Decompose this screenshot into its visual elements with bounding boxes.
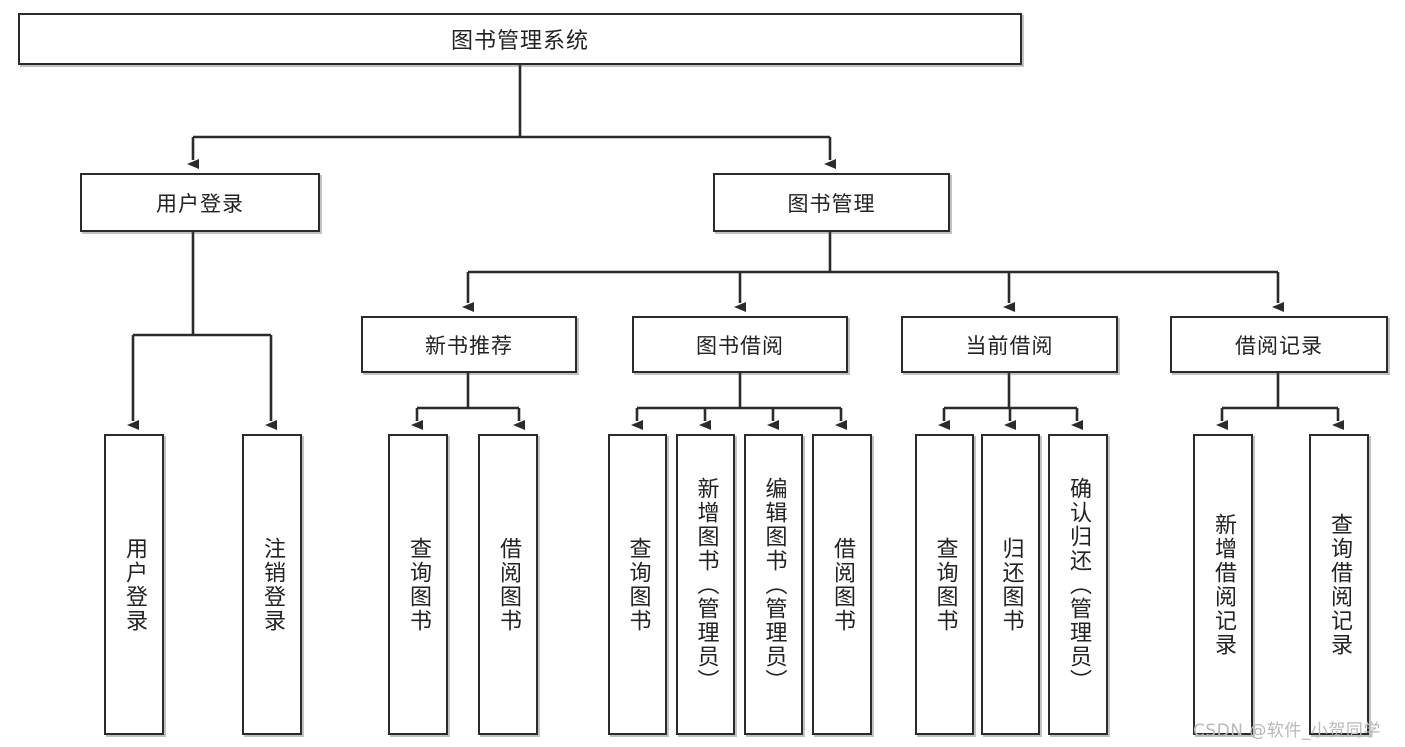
node-leaf-user-logout: 注销登录	[242, 434, 302, 735]
node-leaf-return-book-label: 归还图书	[998, 536, 1024, 633]
node-leaf-confirm-return-admin: 确认归还（管理员）	[1048, 434, 1108, 735]
node-book-borrow-label: 图书借阅	[696, 333, 784, 358]
node-leaf-borrow-book-1: 借阅图书	[478, 434, 538, 735]
csdn-watermark: CSDN @软件_小贺同学	[1193, 721, 1381, 741]
node-leaf-borrow-book-2-label: 借阅图书	[829, 536, 855, 633]
node-new-book-recommend: 新书推荐	[361, 316, 577, 373]
node-book-borrow: 图书借阅	[632, 316, 848, 373]
node-current-borrow-label: 当前借阅	[965, 333, 1054, 358]
node-leaf-query-book-2-label: 查询图书	[625, 536, 651, 633]
node-book-manage: 图书管理	[713, 173, 950, 232]
node-leaf-add-book-admin: 新增图书（管理员）	[676, 434, 735, 735]
node-borrow-record-label: 借阅记录	[1235, 333, 1323, 358]
node-leaf-return-book: 归还图书	[981, 434, 1040, 735]
node-root-system-label: 图书管理系统	[450, 29, 589, 54]
node-book-manage-label: 图书管理	[787, 191, 876, 216]
node-leaf-add-borrow-record-label: 新增借阅记录	[1210, 512, 1236, 657]
node-leaf-query-book-3-label: 查询图书	[932, 536, 958, 633]
node-leaf-add-borrow-record: 新增借阅记录	[1193, 434, 1253, 735]
node-leaf-edit-book-admin-label: 编辑图书（管理员）	[761, 476, 787, 693]
node-user-login: 用户登录	[80, 173, 320, 232]
node-user-login-label: 用户登录	[156, 191, 244, 216]
node-leaf-confirm-return-admin-label: 确认归还（管理员）	[1065, 476, 1091, 693]
node-leaf-query-borrow-record-label: 查询借阅记录	[1326, 512, 1352, 657]
node-leaf-query-book-1-label: 查询图书	[405, 536, 431, 633]
node-leaf-borrow-book-2: 借阅图书	[812, 434, 872, 735]
node-new-book-recommend-label: 新书推荐	[425, 333, 513, 358]
node-root-system: 图书管理系统	[18, 13, 1022, 65]
node-leaf-query-book-2: 查询图书	[608, 434, 667, 735]
node-borrow-record: 借阅记录	[1170, 316, 1388, 373]
node-leaf-borrow-book-1-label: 借阅图书	[495, 536, 521, 633]
node-leaf-query-book-3: 查询图书	[915, 434, 974, 735]
node-leaf-edit-book-admin: 编辑图书（管理员）	[744, 434, 803, 735]
node-leaf-query-borrow-record: 查询借阅记录	[1309, 434, 1369, 735]
node-leaf-add-book-admin-label: 新增图书（管理员）	[693, 476, 719, 693]
node-leaf-user-login: 用户登录	[104, 434, 164, 735]
node-leaf-user-logout-label: 注销登录	[259, 536, 285, 633]
node-leaf-query-book-1: 查询图书	[388, 434, 448, 735]
node-current-borrow: 当前借阅	[901, 316, 1118, 373]
node-leaf-user-login-label: 用户登录	[121, 536, 147, 633]
